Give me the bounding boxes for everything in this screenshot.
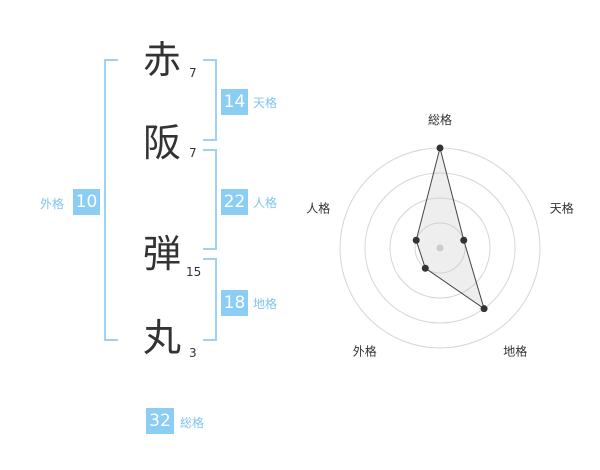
stroke-count-1: 7 [189, 66, 197, 80]
chikaku-value: 18 [221, 290, 248, 316]
tenkaku-bracket [203, 59, 217, 141]
chikaku-label: 地格 [253, 297, 278, 311]
gaikaku-value: 10 [73, 189, 100, 215]
stroke-count-3: 15 [186, 265, 202, 279]
chikaku-bracket [203, 258, 217, 341]
radar-grid-ring-1 [414, 222, 466, 274]
radar-point-3 [480, 305, 488, 313]
gaikaku-bracket [104, 59, 118, 341]
name-char-1: 赤 [142, 38, 181, 82]
radar-point-5 [412, 236, 420, 244]
jinkaku-value: 22 [221, 189, 248, 215]
tenkaku-label: 天格 [253, 96, 278, 110]
stroke-count-4: 3 [189, 346, 197, 360]
radar-grid-ring-2 [389, 197, 491, 299]
radar-data-area [415, 147, 485, 310]
stroke-count-2: 7 [189, 146, 197, 160]
radar-point-1 [436, 144, 444, 152]
radar-axis-label-5: 人格 [306, 200, 330, 215]
jinkaku-bracket [203, 149, 217, 250]
radar-point-4 [421, 264, 429, 272]
name-char-4: 丸 [142, 316, 181, 360]
soukaku-value: 32 [146, 408, 174, 434]
name-char-2: 阪 [142, 121, 181, 165]
name-char-3: 弾 [142, 232, 181, 276]
soukaku-label: 総格 [180, 416, 205, 430]
radar-axis-label-3: 地格 [503, 344, 527, 359]
jinkaku-label: 人格 [253, 196, 278, 210]
gaikaku-label: 外格 [40, 197, 65, 211]
radar-center-dot [436, 244, 444, 252]
tenkaku-value: 14 [221, 89, 248, 115]
radar-axis-label-1: 総格 [428, 112, 452, 127]
radar-axis-label-4: 外格 [353, 344, 377, 359]
radar-point-2 [460, 236, 468, 244]
radar-axis-label-2: 天格 [550, 200, 574, 215]
radar-grid-ring-3 [364, 172, 516, 324]
